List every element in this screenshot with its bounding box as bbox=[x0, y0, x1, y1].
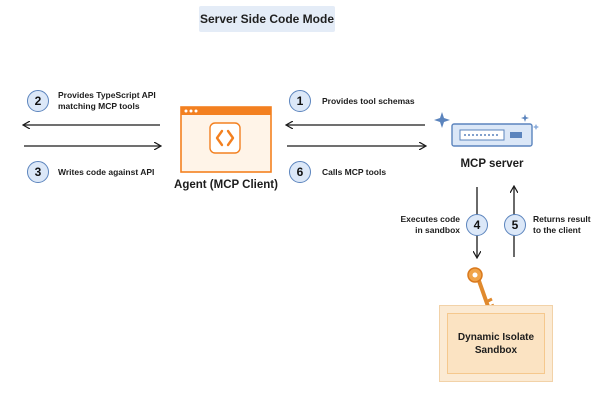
sandbox-label-line1: Dynamic Isolate bbox=[457, 331, 535, 343]
step-1-badge: 1 bbox=[289, 90, 311, 112]
step-4-label-line2: in sandbox bbox=[415, 225, 460, 235]
step-6-badge: 6 bbox=[289, 161, 311, 183]
step-2-badge: 2 bbox=[27, 90, 49, 112]
step-5-label-line1: Returns result bbox=[533, 214, 591, 224]
step-2-label: Provides TypeScript API matching MCP too… bbox=[58, 90, 156, 112]
sandbox-box: Dynamic Isolate Sandbox bbox=[447, 313, 545, 374]
server-icon bbox=[434, 112, 539, 147]
step-6-label: Calls MCP tools bbox=[322, 167, 387, 177]
step-4-label-line1: Executes code bbox=[400, 214, 460, 224]
step-3-badge: 3 bbox=[27, 161, 49, 183]
server-label: MCP server bbox=[460, 158, 524, 170]
step-5-label: Returns result to the client bbox=[533, 214, 591, 236]
step-3-label: Writes code against API bbox=[58, 167, 155, 177]
sandbox-label-line2: Sandbox bbox=[474, 344, 518, 356]
agent-label: Agent (MCP Client) bbox=[174, 179, 278, 191]
step-5-badge: 5 bbox=[504, 214, 526, 236]
step-2-label-line1: Provides TypeScript API bbox=[58, 90, 156, 100]
step-4-label: Executes code in sandbox bbox=[378, 214, 460, 236]
step-2-label-line2: matching MCP tools bbox=[58, 101, 140, 111]
step-1-label: Provides tool schemas bbox=[322, 96, 415, 106]
diagram-title: Server Side Code Mode bbox=[199, 6, 335, 32]
agent-window-icon bbox=[180, 106, 272, 173]
step-4-badge: 4 bbox=[466, 214, 488, 236]
step-5-label-line2: to the client bbox=[533, 225, 581, 235]
